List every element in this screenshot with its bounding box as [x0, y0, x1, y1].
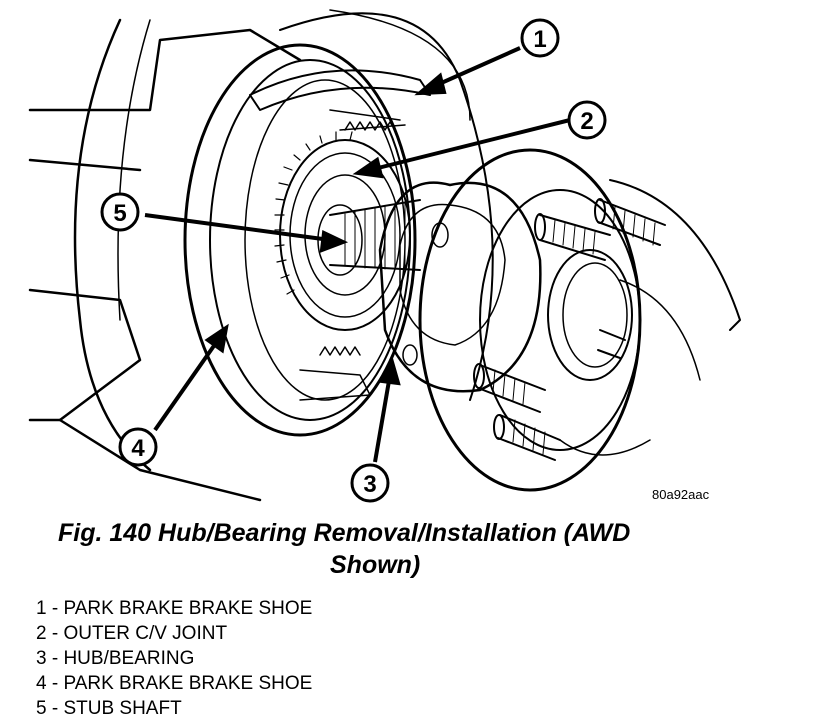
hub-bearing-illustration: 1 2 3 4 5 — [28, 9, 741, 503]
callout-3-label: 3 — [363, 471, 376, 498]
legend-item: 2 - OUTER C/V JOINT — [36, 623, 228, 644]
legend-item: 1 - PARK BRAKE BRAKE SHOE — [36, 598, 313, 619]
callout-5 — [100, 192, 140, 232]
legend-item: 5 - STUB SHAFT — [36, 698, 182, 719]
callout-5-label: 5 — [113, 200, 126, 227]
caption-line-1: Fig. 140 Hub/Bearing Removal/Installatio… — [58, 519, 631, 547]
callout-4 — [118, 427, 158, 467]
callout-1 — [520, 18, 560, 58]
callout-2 — [567, 100, 607, 140]
callout-4-label: 4 — [131, 435, 145, 462]
illustration-drawing: 1 2 3 4 5 — [28, 9, 741, 503]
legend-list: 1 - PARK BRAKE BRAKE SHOE 2 - OUTER C/V … — [36, 596, 312, 721]
legend-item: 3 - HUB/BEARING — [36, 648, 195, 669]
callout-1-label: 1 — [533, 26, 546, 53]
callout-3 — [350, 463, 390, 503]
caption-line-2: Shown) — [330, 551, 421, 579]
callout-2-label: 2 — [580, 108, 593, 135]
figure-id-label: 80a92aac — [652, 487, 710, 502]
legend-item: 4 - PARK BRAKE BRAKE SHOE — [36, 673, 313, 694]
